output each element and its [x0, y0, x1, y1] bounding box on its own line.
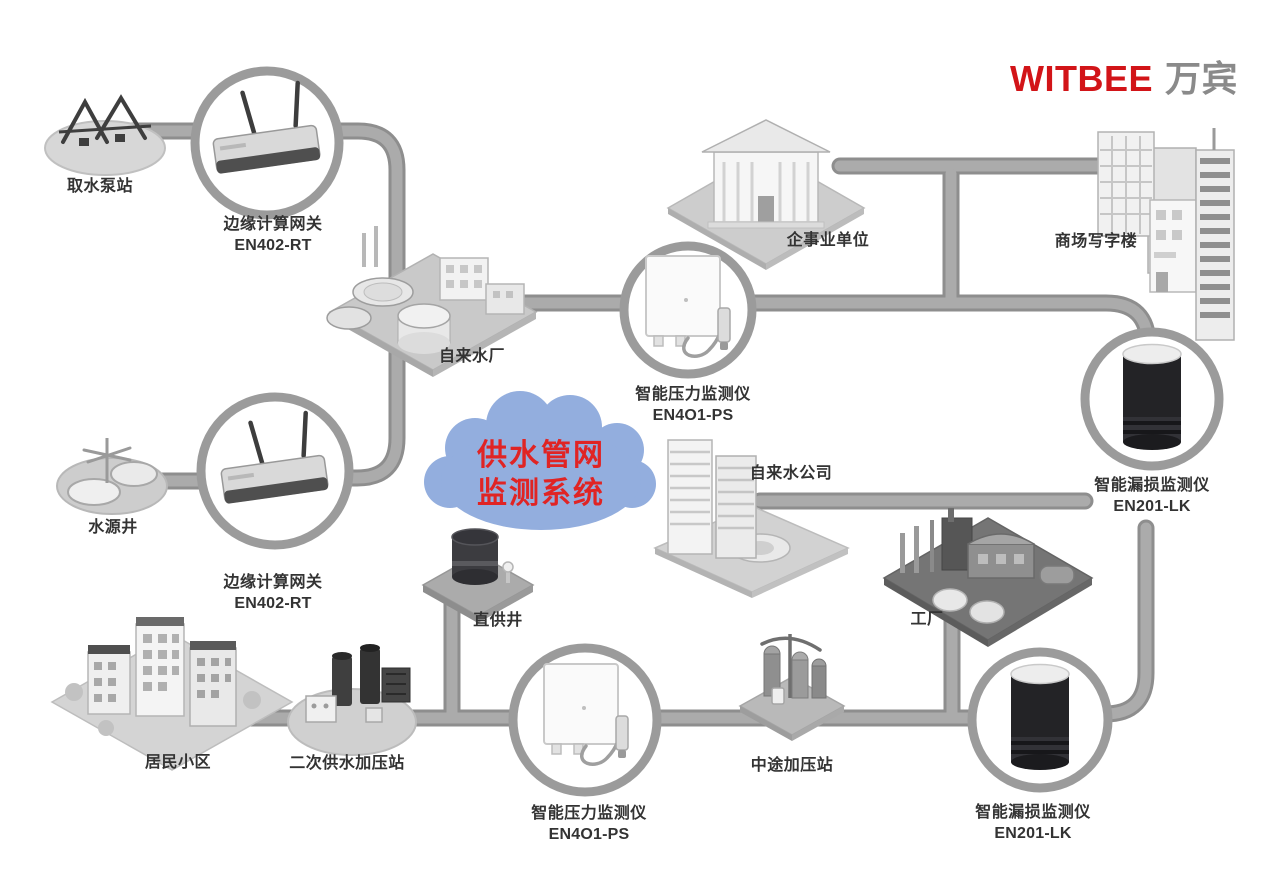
label-leak1: 智能漏损监测仪 EN201-LK: [1094, 475, 1210, 517]
leak-monitor-icon: [1010, 663, 1070, 771]
gateway1-model: EN402-RT: [234, 237, 312, 254]
leak2-name: 智能漏损监测仪: [975, 804, 1091, 821]
pressure2-name: 智能压力监测仪: [531, 805, 647, 822]
label-water-plant: 自来水厂: [438, 348, 506, 365]
label-water-company: 自来水公司: [749, 465, 833, 482]
label-mall-office: 商场写字楼: [1054, 233, 1138, 250]
leak1-model: EN201-LK: [1113, 498, 1191, 515]
label-secondary-pump: 二次供水加压站: [289, 755, 405, 772]
gateway2-model: EN402-RT: [234, 595, 312, 612]
pressure1-model: EN4O1-PS: [652, 407, 734, 424]
label-pressure1: 智能压力监测仪 EN4O1-PS: [635, 384, 751, 426]
leak2-callout: [967, 647, 1113, 793]
leak1-callout: [1080, 327, 1224, 471]
water-source-well-icon: [56, 438, 168, 515]
system-title-line2: 监测系统: [477, 477, 605, 510]
cloud-shape: [424, 391, 656, 530]
label-intake-pump-station: 取水泵站: [66, 178, 134, 195]
label-direct-well: 直供井: [473, 612, 523, 629]
pipe-network: [103, 122, 1157, 727]
pressure2-callout: [508, 643, 662, 797]
secondary-pump-station-icon: [287, 644, 417, 756]
label-leak2: 智能漏损监测仪 EN201-LK: [975, 802, 1091, 844]
leak1-name: 智能漏损监测仪: [1094, 477, 1210, 494]
gateway1-name: 边缘计算网关: [223, 216, 323, 233]
mall-office-building-icon: [1097, 128, 1235, 341]
label-enterprise: 企事业单位: [786, 232, 870, 249]
leak-monitor-icon: [1122, 343, 1182, 451]
label-midway-pump: 中途加压站: [750, 757, 834, 774]
system-title-line1: 供水管网: [477, 439, 605, 472]
intake-pump-station-icon: [44, 94, 166, 176]
water-company-icon: [653, 439, 850, 598]
gateway1-callout: [190, 66, 344, 220]
enterprise-building-icon: [666, 119, 866, 270]
logo-cn-text: 万宾: [1164, 58, 1238, 99]
gateway2-callout: [196, 392, 354, 550]
witbee-logo: WITBEE 万宾: [1010, 50, 1238, 102]
factory-icon: [882, 508, 1094, 647]
system-title-cloud: 供水管网 监测系统: [477, 437, 605, 513]
residential-community-icon: [50, 617, 294, 771]
pressure2-model: EN4O1-PS: [548, 826, 630, 843]
leak2-model: EN201-LK: [994, 825, 1072, 842]
label-factory: 工厂: [910, 611, 944, 628]
pressure1-callout: [619, 241, 757, 379]
label-water-source-well: 水源井: [88, 519, 138, 536]
label-residential: 居民小区: [144, 754, 212, 771]
water-plant-icon: [326, 226, 538, 377]
label-gateway2: 边缘计算网关 EN402-RT: [223, 572, 322, 614]
direct-supply-well-icon: [421, 528, 535, 623]
label-pressure2: 智能压力监测仪 EN4O1-PS: [531, 803, 647, 845]
label-gateway1: 边缘计算网关 EN402-RT: [223, 214, 322, 256]
gateway2-name: 边缘计算网关: [223, 574, 323, 591]
pressure1-name: 智能压力监测仪: [635, 386, 751, 403]
logo-brand-text: WITBEE: [1009, 58, 1153, 99]
midway-pump-station-icon: [738, 634, 846, 741]
